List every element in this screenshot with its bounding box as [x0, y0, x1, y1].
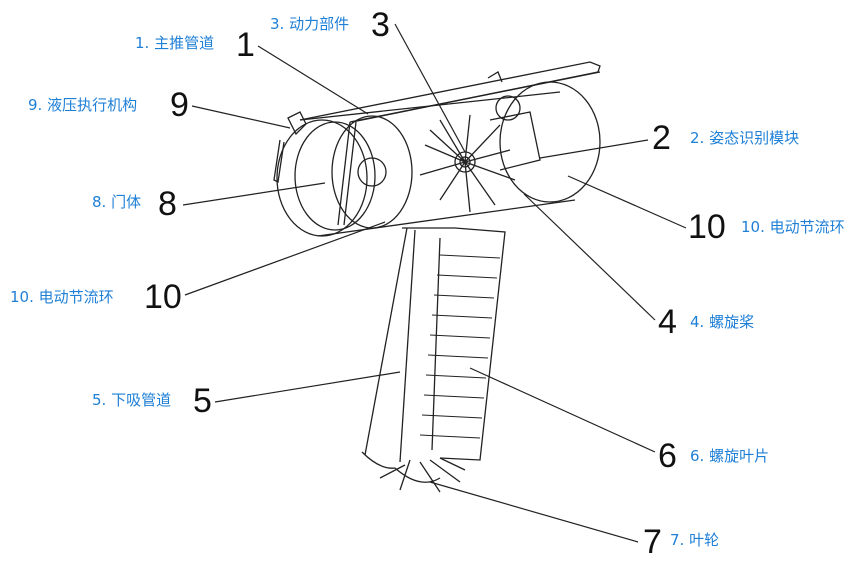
leader-line-4	[523, 193, 656, 321]
number-3: 3	[371, 6, 390, 44]
label-throttle-ring-right: 10. 电动节流环	[741, 218, 845, 236]
number-7: 7	[643, 523, 662, 561]
leader-line-10-left	[184, 221, 386, 296]
leader-line-7	[429, 481, 639, 543]
label-spiral-blade: 6. 螺旋叶片	[690, 447, 770, 465]
number-9: 9	[170, 86, 189, 124]
number-6: 6	[658, 437, 677, 475]
number-10-left: 10	[144, 278, 182, 316]
label-main-pipe: 1. 主推管道	[135, 34, 215, 52]
label-hydraulic-actuator: 9. 液压执行机构	[28, 96, 138, 114]
impeller	[361, 451, 466, 493]
label-power-unit: 3. 动力部件	[270, 15, 350, 33]
leader-line-6	[469, 367, 656, 453]
leader-line-10-right	[567, 175, 687, 229]
leader-line-5	[214, 371, 401, 403]
leader-line-2	[539, 139, 649, 159]
number-10-right: 10	[688, 208, 726, 246]
number-8: 8	[158, 185, 177, 223]
number-5: 5	[193, 382, 212, 420]
label-door: 8. 门体	[92, 193, 142, 211]
label-suction-pipe: 5. 下吸管道	[92, 391, 172, 409]
leader-lines	[182, 23, 687, 543]
label-throttle-ring-left: 10. 电动节流环	[10, 288, 114, 306]
leader-line-1	[257, 45, 369, 115]
leader-line-3	[394, 23, 466, 153]
label-propeller: 4. 螺旋桨	[690, 313, 755, 331]
number-1: 1	[236, 26, 255, 64]
number-4: 4	[658, 303, 677, 341]
hydraulic-actuator	[273, 71, 503, 183]
number-2: 2	[652, 119, 671, 157]
label-attitude-module: 2. 姿态识别模块	[690, 129, 800, 147]
propeller	[419, 111, 541, 213]
leader-line-8	[182, 182, 326, 206]
main-pipe	[276, 61, 601, 237]
label-impeller: 7. 叶轮	[670, 531, 720, 549]
leader-line-9	[191, 105, 291, 129]
suction-pipe	[364, 227, 506, 463]
